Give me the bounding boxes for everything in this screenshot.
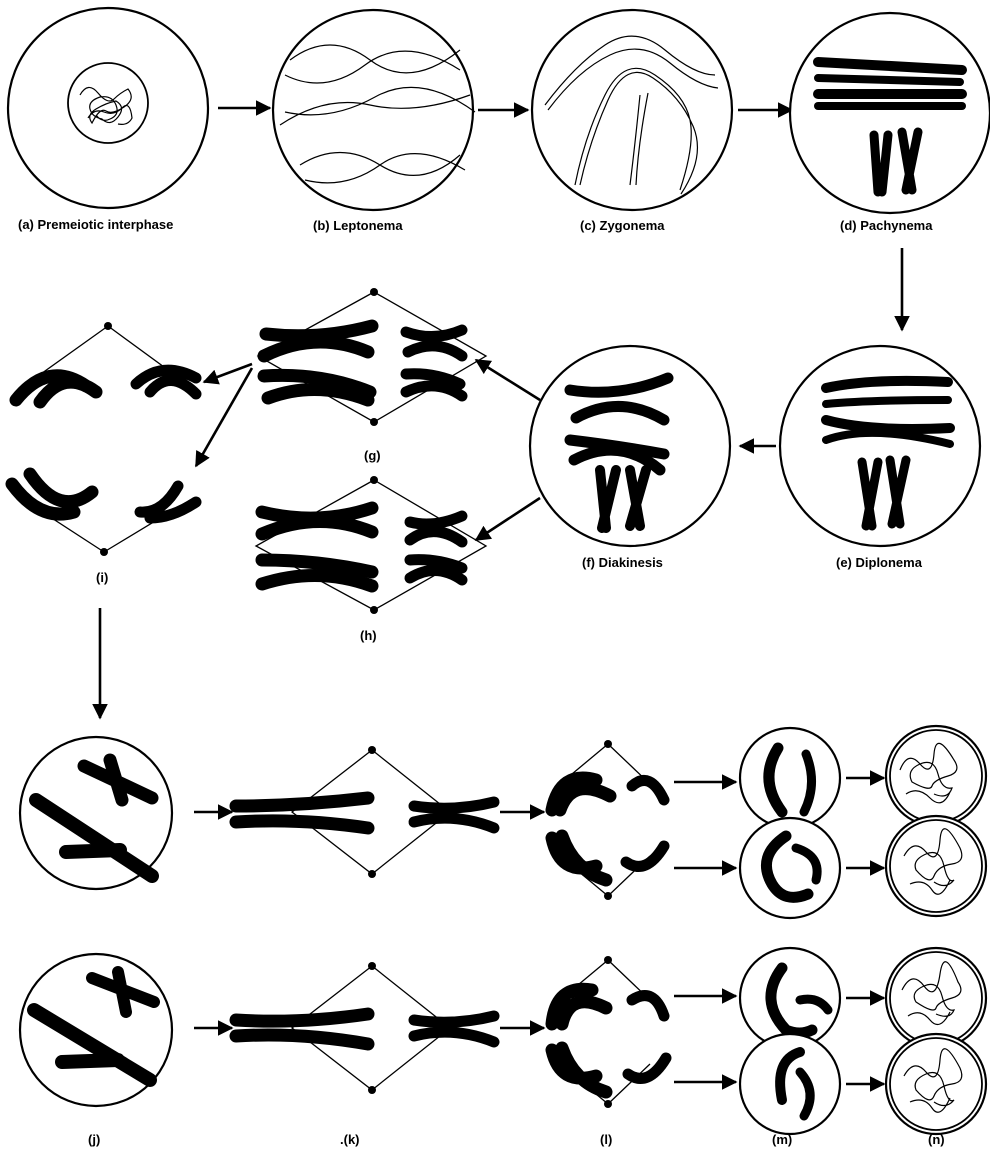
stage-g-metaphase-i: (g) — [258, 288, 486, 463]
arrow-f-to-h — [476, 498, 540, 540]
stage-j-lower: (j) — [20, 954, 172, 1147]
stage-b-leptonema: (b) Leptonema — [273, 10, 475, 233]
caption-g: (g) — [364, 448, 381, 463]
stage-e-diplonema: (e) Diplonema — [780, 346, 980, 570]
caption-d: (d) Pachynema — [840, 218, 933, 233]
stage-n-cell-2 — [886, 816, 986, 916]
stage-a-premeiotic-interphase: (a) Premeiotic interphase — [8, 8, 208, 232]
caption-m: (m) — [772, 1132, 792, 1147]
caption-k: .(k) — [340, 1132, 360, 1147]
caption-f: (f) Diakinesis — [582, 555, 663, 570]
caption-e: (e) Diplonema — [836, 555, 923, 570]
stage-n-cell-4 — [886, 1034, 986, 1134]
stage-m-cell-2 — [740, 818, 840, 918]
caption-l: (l) — [600, 1132, 612, 1147]
caption-c: (c) Zygonema — [580, 218, 665, 233]
stage-i-anaphase-i: (i) — [12, 322, 196, 585]
stage-n-cell-1 — [886, 726, 986, 826]
caption-j: (j) — [88, 1132, 100, 1147]
stage-k-lower: .(k) — [236, 962, 494, 1147]
stage-h-metaphase-i: (h) — [256, 476, 486, 643]
stage-j-upper — [20, 737, 172, 889]
caption-i: (i) — [96, 570, 108, 585]
caption-h: (h) — [360, 628, 377, 643]
arrow-f-to-g — [476, 360, 540, 400]
stage-c-zygonema: (c) Zygonema — [532, 10, 732, 233]
stage-m-cell-4 — [740, 1034, 840, 1134]
stage-d-pachynema: (d) Pachynema — [790, 13, 990, 233]
caption-b: (b) Leptonema — [313, 218, 403, 233]
stage-l-lower: (l) — [552, 956, 666, 1147]
stage-f-diakinesis: (f) Diakinesis — [530, 346, 730, 570]
caption-a: (a) Premeiotic interphase — [18, 217, 173, 232]
stage-m-cell-1 — [740, 728, 840, 828]
stage-k-upper — [236, 746, 494, 878]
caption-n: (n) — [928, 1132, 945, 1147]
stage-l-upper — [552, 740, 664, 900]
